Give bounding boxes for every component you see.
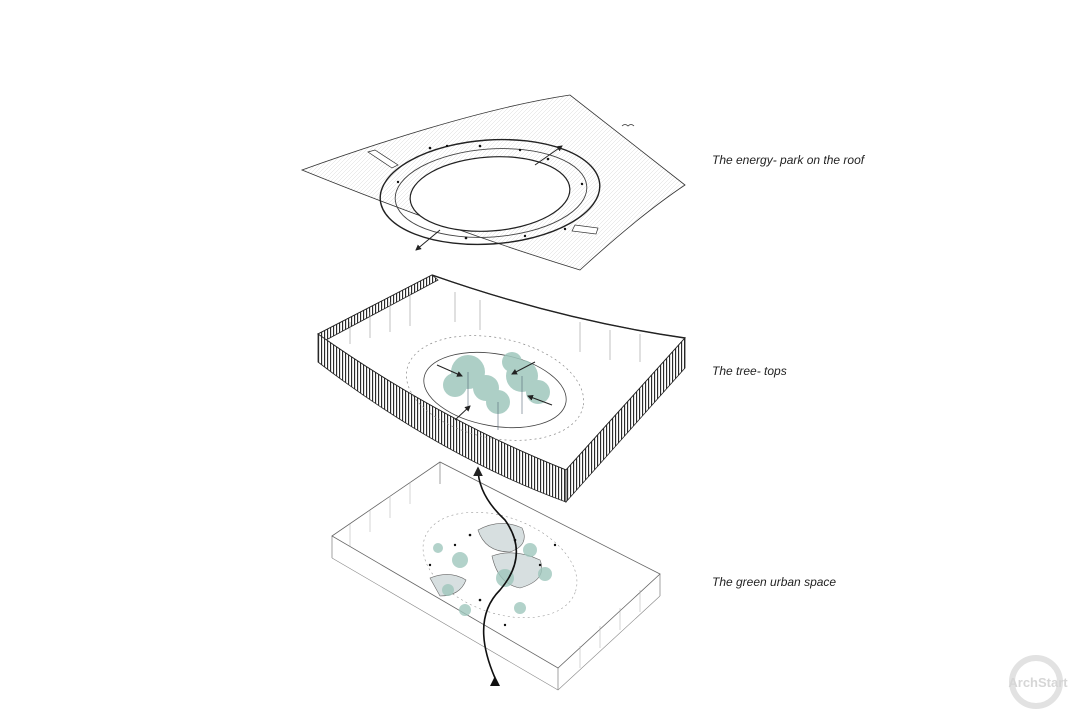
treetops-facade-right [565,336,686,504]
treetops-column-ring [406,335,584,441]
label-urban-space: The green urban space [712,575,837,589]
urban-inner-ring [422,511,578,619]
watermark-logo: ArchStart [1002,652,1074,712]
treetops-layer [317,274,686,504]
roof-mid-ring [394,148,588,238]
roof-outer-ring [379,138,601,246]
roof-arrow-1 [534,145,563,166]
urban-fence-posts [349,482,641,668]
roof-layer [300,94,686,271]
roof-opening [409,156,571,232]
bird-icon [621,124,635,127]
treetops-trunks [467,372,523,430]
label-roof: The energy- park on the roof [712,153,865,167]
roof-arrow-2 [415,229,441,251]
roof-ramp-right [571,224,599,235]
urban-vegetation [433,543,552,616]
urban-layer [331,461,661,691]
label-treetops: The tree- tops [712,364,787,378]
roof-ramp-left [367,149,399,169]
roof-figures [396,144,584,240]
urban-path-arrow [473,466,518,679]
treetops-walk-ring [423,352,567,428]
watermark-text: ArchStart [1008,675,1068,690]
treetops-posts [349,292,641,362]
